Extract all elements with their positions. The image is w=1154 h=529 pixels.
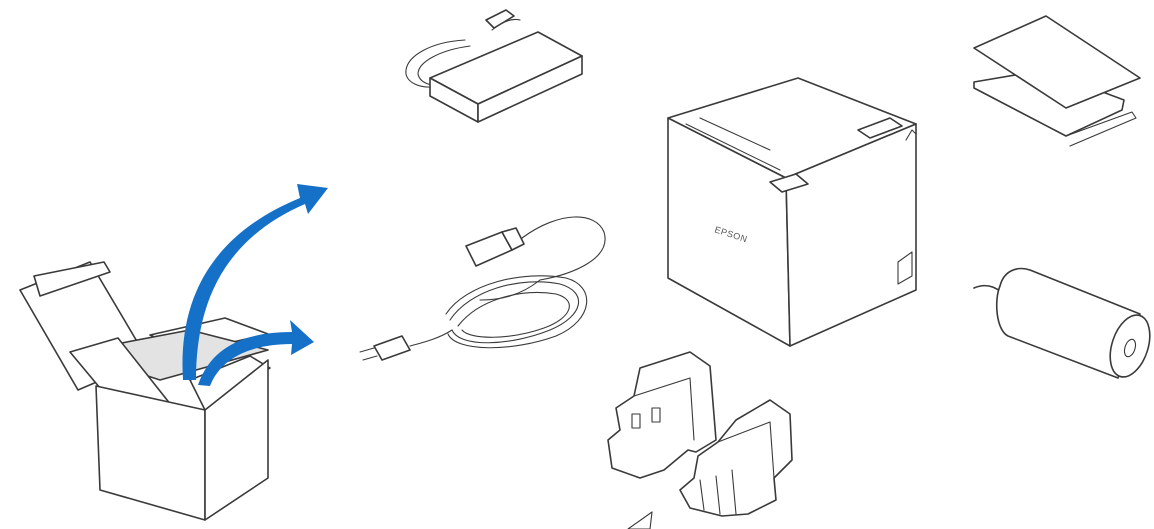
power-cord-icon — [360, 217, 605, 360]
wall-hanging-bracket-icon — [608, 352, 792, 529]
printer-icon: EPSON — [668, 78, 916, 346]
paper-roll-icon — [974, 269, 1154, 382]
paper-sheets-icon — [974, 16, 1140, 146]
ac-adapter-icon — [406, 10, 582, 122]
open-box-icon — [20, 262, 270, 520]
